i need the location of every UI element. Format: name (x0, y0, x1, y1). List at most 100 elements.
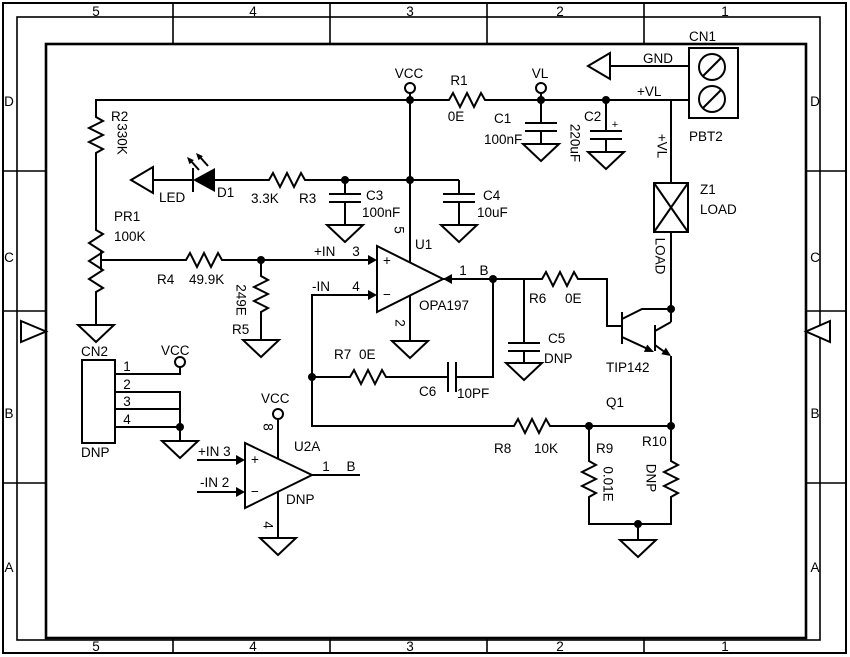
capacitor-icon (329, 193, 361, 203)
vcc-port-icon (174, 356, 186, 368)
polarized-capacitor-icon (590, 130, 622, 140)
value: 10K (534, 441, 558, 456)
potentiometer-pr1: PR1 100K (87, 209, 146, 300)
frame-col-label: 1 (721, 4, 729, 19)
pin-number: 8 (261, 423, 276, 431)
ground-icon (161, 440, 199, 459)
resistor-r5: 249E R5 (232, 269, 269, 337)
ref-des: U2A (294, 439, 320, 454)
ref-des: PR1 (114, 209, 140, 224)
frame-dividers (3, 3, 846, 653)
net-label-gnd: GND (643, 51, 673, 66)
value: DNP (644, 464, 659, 493)
wire-r6-to-base (584, 278, 622, 327)
junction-dot (634, 520, 642, 528)
power-ports: VCC VL VCC VCC GND +VL +VL (161, 51, 673, 420)
value: 220uF (568, 124, 583, 162)
emitter-arrow-icon (661, 347, 671, 356)
ref-des: R8 (494, 441, 511, 456)
net-label-b: B (479, 263, 488, 278)
device-name: TIP142 (606, 360, 650, 375)
value: 100K (114, 229, 146, 244)
frame-row-label: A (4, 560, 13, 575)
dnp-note: DNP (286, 492, 315, 507)
dnp-note: DNP (81, 445, 110, 460)
screw-slot (702, 57, 722, 77)
resistor-icon (442, 92, 492, 108)
wire-cn2-pin1 (115, 367, 181, 375)
connector-body-icon (81, 359, 116, 444)
wire-cn2-pin2 (115, 391, 181, 427)
opamp-triangle-icon (376, 244, 446, 314)
device-name: PBT2 (689, 129, 723, 144)
load-box-icon (653, 182, 689, 233)
opamp-minus-mark: − (383, 287, 391, 302)
ref-des: R1 (450, 73, 467, 88)
opamp-plus-mark: + (251, 452, 259, 467)
frame-row-label: D (810, 94, 820, 109)
pin-number: 1 (123, 359, 131, 374)
ref-des: Q1 (606, 395, 624, 410)
resistor-r1: R1 0E (442, 73, 492, 124)
value: 100nF (484, 132, 522, 147)
opamp-triangle-icon (244, 441, 315, 510)
connector-cn2: CN2 DNP 1 2 3 4 (81, 344, 131, 460)
pin-number: 1 (459, 263, 467, 278)
value: 10PF (457, 386, 489, 401)
frame-col-label: 2 (556, 4, 564, 19)
junction-dot (257, 256, 265, 264)
led-emission-arrows (187, 153, 209, 171)
value: 330K (115, 123, 130, 155)
resistor-icon (507, 418, 557, 434)
capacitor-icon (525, 122, 557, 132)
pin-number: 5 (392, 226, 407, 234)
ref-des: CN2 (81, 344, 108, 359)
capacitor-c2: + C2 220uF (568, 109, 622, 162)
capacitor-c6: C6 10PF (419, 362, 489, 401)
emitter-arrow-icon (643, 344, 654, 352)
ground-icon (440, 224, 478, 243)
resistor-r7: R7 0E (334, 347, 393, 385)
pin-number: 3 (352, 244, 360, 259)
led-port-icon (129, 165, 154, 195)
terminal-block-icon (688, 47, 739, 119)
value: 100nF (362, 205, 400, 220)
net-label-plus-vl-vertical: +VL (655, 134, 670, 159)
net-label-vcc: VCC (261, 391, 290, 406)
resistor-icon (581, 454, 597, 504)
net-label-plus-in: +IN (314, 244, 335, 259)
resistor-icon (262, 172, 312, 188)
net-label-load-vertical: LOAD (653, 238, 668, 275)
ref-des: R9 (596, 441, 613, 456)
junction-dot (176, 423, 184, 431)
capacitor-c3: C3 100nF (329, 188, 400, 220)
junction-dot (585, 422, 593, 430)
net-label-b: B (346, 459, 355, 474)
center-mark-arrow-left (20, 319, 49, 344)
polarity-mark: + (612, 119, 618, 131)
drawing-border (44, 42, 808, 640)
net-label-plus-vl: +VL (637, 84, 662, 99)
frame-col-label: 5 (92, 639, 100, 654)
resistor-r6: R6 0E (529, 271, 585, 306)
frame-row-label: A (810, 560, 819, 575)
ref-des: D1 (217, 185, 234, 200)
capacitor-c4: C4 10uF (443, 188, 508, 220)
screw-terminal-icon (698, 53, 726, 81)
resistor-r4: R4 49.9K (157, 252, 229, 287)
led-d1: LED D1 (129, 153, 234, 205)
ref-des: R10 (642, 434, 667, 449)
frame-row-label: C (810, 250, 820, 265)
frame-col-label: 3 (406, 4, 414, 19)
pin-number: 2 (123, 377, 131, 392)
net-label-minus-in: -IN 2 (200, 475, 229, 490)
junction-dot (489, 275, 497, 283)
ref-des: R7 (334, 347, 351, 362)
capacitor-icon (447, 362, 457, 392)
load-z1: Z1 LOAD LOAD (653, 182, 737, 275)
screw-terminal-icon (698, 85, 726, 113)
resistor-icon (253, 269, 269, 319)
darlington-icon (621, 308, 672, 354)
junction-dot (341, 176, 349, 184)
